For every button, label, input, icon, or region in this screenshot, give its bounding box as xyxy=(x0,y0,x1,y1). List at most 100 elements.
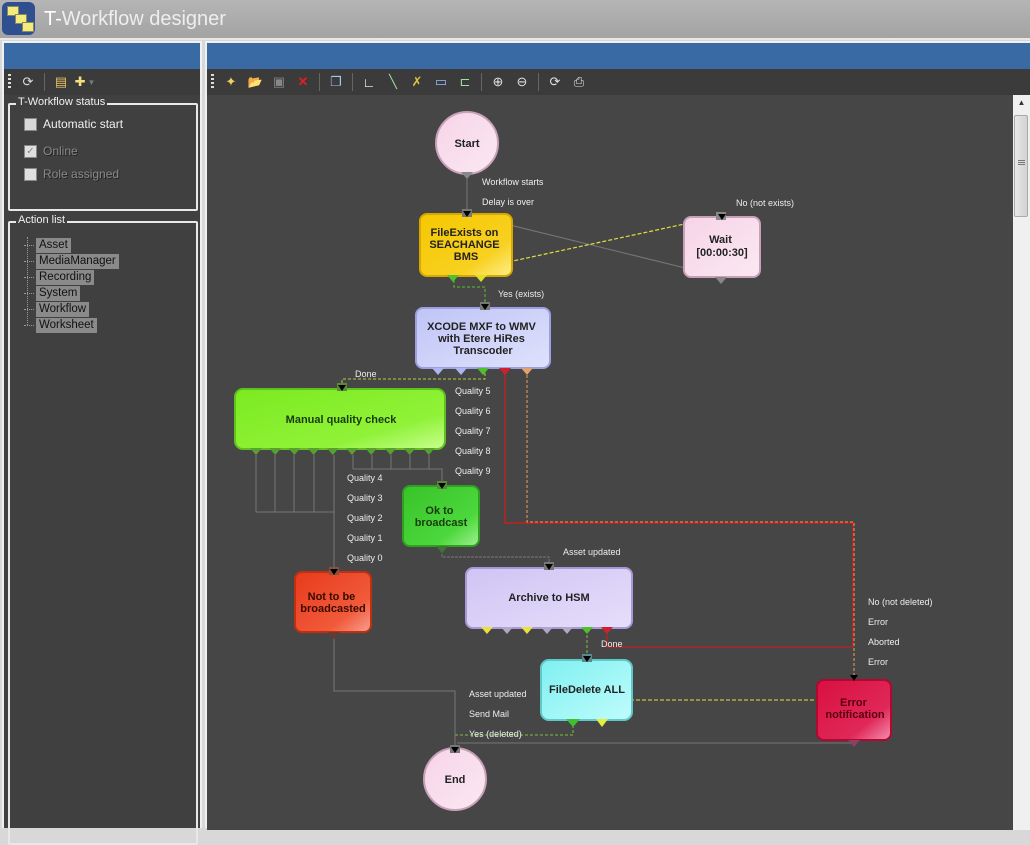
open-folder-icon: 📂 xyxy=(247,75,263,89)
scrollbar-thumb[interactable] xyxy=(1014,115,1028,217)
edge-xcode-error[interactable] xyxy=(504,370,854,645)
left-panel-header xyxy=(4,43,200,69)
tree-item-label[interactable]: Recording xyxy=(36,269,95,285)
zoom-out-button[interactable]: ⊖ xyxy=(512,72,532,92)
line-connector-button[interactable]: ╲ xyxy=(383,72,403,92)
tree-item-mediamanager[interactable]: MediaManager xyxy=(24,253,119,269)
designer-panel: ✦ 📂 ▣ ✕ ❐ ∟ ╲ ✗ ▭ ⊏ ⊕ ⊖ ⟳ ⎙ xyxy=(205,41,1030,830)
toolbar-grip[interactable] xyxy=(211,74,214,90)
edge-label: Quality 7 xyxy=(455,426,491,436)
refresh-button[interactable]: ⟳ xyxy=(545,72,565,92)
tree-item-label[interactable]: MediaManager xyxy=(36,253,119,269)
edge-xcode-aborted[interactable] xyxy=(526,370,855,680)
workflow-app-icon xyxy=(2,2,35,35)
elbow-connector-button[interactable]: ∟ xyxy=(359,72,379,92)
tree-item-label[interactable]: Asset xyxy=(36,237,71,253)
node-xcode-label: XCODE MXF to WMV with Etere HiRes Transc… xyxy=(427,321,539,357)
workflow-canvas[interactable]: Start FileExists on SEACHANGE BMS Wait xyxy=(207,95,1014,830)
refresh-button[interactable]: ⟳ xyxy=(18,72,38,92)
node-manual-qc[interactable]: Manual quality check xyxy=(234,383,446,455)
qc-output-port[interactable] xyxy=(326,448,339,455)
node-start-label: Start xyxy=(454,138,479,150)
save-button[interactable]: ▣ xyxy=(269,72,289,92)
tree-item-workflow[interactable]: Workflow xyxy=(24,301,119,317)
edge-fileexists-to-wait[interactable] xyxy=(484,216,718,268)
edge-ok-to-archive[interactable] xyxy=(441,550,550,567)
edge-label: Quality 9 xyxy=(455,466,491,476)
step-connector-button[interactable]: ⊏ xyxy=(455,72,475,92)
checkbox-box xyxy=(24,167,37,181)
qc-output-port[interactable] xyxy=(346,448,358,455)
tree-item-label[interactable]: System xyxy=(36,285,81,301)
edge-label: Quality 2 xyxy=(347,513,383,523)
role-assigned-label: Role assigned xyxy=(43,167,120,181)
edge-label: No (not deleted) xyxy=(868,597,933,607)
toolbar-separator xyxy=(44,73,45,91)
delete-button[interactable]: ✕ xyxy=(293,72,313,92)
role-assigned-checkbox: Role assigned xyxy=(24,167,119,181)
edge-qc-high-quality[interactable] xyxy=(352,455,443,485)
scroll-up-arrow-icon[interactable]: ▲ xyxy=(1017,98,1026,107)
edge-label: Asset updated xyxy=(563,547,621,557)
zoom-in-button[interactable]: ⊕ xyxy=(488,72,508,92)
node-start[interactable]: Start xyxy=(435,111,499,179)
node-wait[interactable]: Wait [00:00:30] xyxy=(683,212,761,284)
cross-tools-button[interactable]: ✗ xyxy=(407,72,427,92)
open-button[interactable]: 📂 xyxy=(245,72,265,92)
edge-error-to-end[interactable] xyxy=(457,740,855,744)
toolbar-grip[interactable] xyxy=(8,74,11,90)
refresh-icon: ⟳ xyxy=(549,74,561,89)
checkbox-box[interactable] xyxy=(24,117,37,131)
node-ok-broadcast[interactable]: Ok to broadcast xyxy=(402,481,480,553)
copy-button[interactable]: ❐ xyxy=(326,72,346,92)
edge-archive-error[interactable] xyxy=(606,630,854,648)
qc-output-port[interactable] xyxy=(288,448,301,455)
chevron-down-icon[interactable]: ▼ xyxy=(87,77,96,87)
qc-output-port[interactable] xyxy=(250,448,262,455)
print-button[interactable]: ⎙ xyxy=(569,72,589,92)
new-action-icon: ✚ xyxy=(74,74,86,89)
node-fileexists[interactable]: FileExists on SEACHANGE BMS xyxy=(419,209,513,282)
edge-label: Quality 4 xyxy=(347,473,383,483)
tree-item-recording[interactable]: Recording xyxy=(24,269,119,285)
tree-item-label[interactable]: Worksheet xyxy=(36,317,97,333)
window-title: T-Workflow designer xyxy=(44,8,226,31)
qc-output-port[interactable] xyxy=(403,448,416,455)
tree-item-system[interactable]: System xyxy=(24,285,119,301)
edge-qc-low-quality[interactable] xyxy=(255,455,335,571)
edge-label: Error xyxy=(868,617,888,627)
edge-label: Yes (deleted) xyxy=(469,729,522,739)
action-list-label: Action list xyxy=(16,214,68,226)
node-end[interactable]: End xyxy=(423,745,487,811)
properties-button[interactable]: ▤ xyxy=(51,72,71,92)
edge-label: Yes (exists) xyxy=(498,289,544,299)
node-ok-broadcast-label: Ok to broadcast xyxy=(415,505,468,529)
node-filedelete-label: FileDelete ALL xyxy=(549,684,625,696)
new-action-button[interactable]: ✚▼ xyxy=(74,72,96,92)
qc-output-port[interactable] xyxy=(307,448,320,455)
vertical-scrollbar[interactable]: ▲ xyxy=(1013,95,1030,830)
qc-output-port[interactable] xyxy=(422,448,435,455)
node-error-notification[interactable]: Error notification xyxy=(816,679,892,747)
delete-icon: ✕ xyxy=(297,74,309,89)
rectangle-button[interactable]: ▭ xyxy=(431,72,451,92)
node-xcode[interactable]: XCODE MXF to WMV with Etere HiRes Transc… xyxy=(415,302,551,375)
workflow-diagram: Start FileExists on SEACHANGE BMS Wait xyxy=(234,111,933,811)
qc-output-port[interactable] xyxy=(365,448,378,455)
node-archive[interactable]: Archive to HSM xyxy=(465,562,633,634)
edge-notbroadcast-to-end[interactable] xyxy=(333,635,456,745)
properties-icon: ▤ xyxy=(54,74,68,89)
qc-output-port[interactable] xyxy=(384,448,397,455)
toolbar-separator xyxy=(481,73,482,91)
tree-item-label[interactable]: Workflow xyxy=(36,301,90,317)
qc-output-port[interactable] xyxy=(269,448,282,455)
edge-label: Workflow starts xyxy=(482,177,544,187)
designer-toolbar: ✦ 📂 ▣ ✕ ❐ ∟ ╲ ✗ ▭ ⊏ ⊕ ⊖ ⟳ ⎙ xyxy=(207,69,1030,95)
new-workflow-button[interactable]: ✦ xyxy=(221,72,241,92)
edge-fileexists-to-xcode[interactable] xyxy=(453,275,486,303)
tree-item-worksheet[interactable]: Worksheet xyxy=(24,317,119,333)
tree-item-asset[interactable]: Asset xyxy=(24,237,119,253)
node-filedelete[interactable]: FileDelete ALL xyxy=(540,654,633,727)
automatic-start-checkbox[interactable]: Automatic start xyxy=(24,117,123,131)
node-not-broadcast[interactable]: Not to be broadcasted xyxy=(294,567,372,639)
